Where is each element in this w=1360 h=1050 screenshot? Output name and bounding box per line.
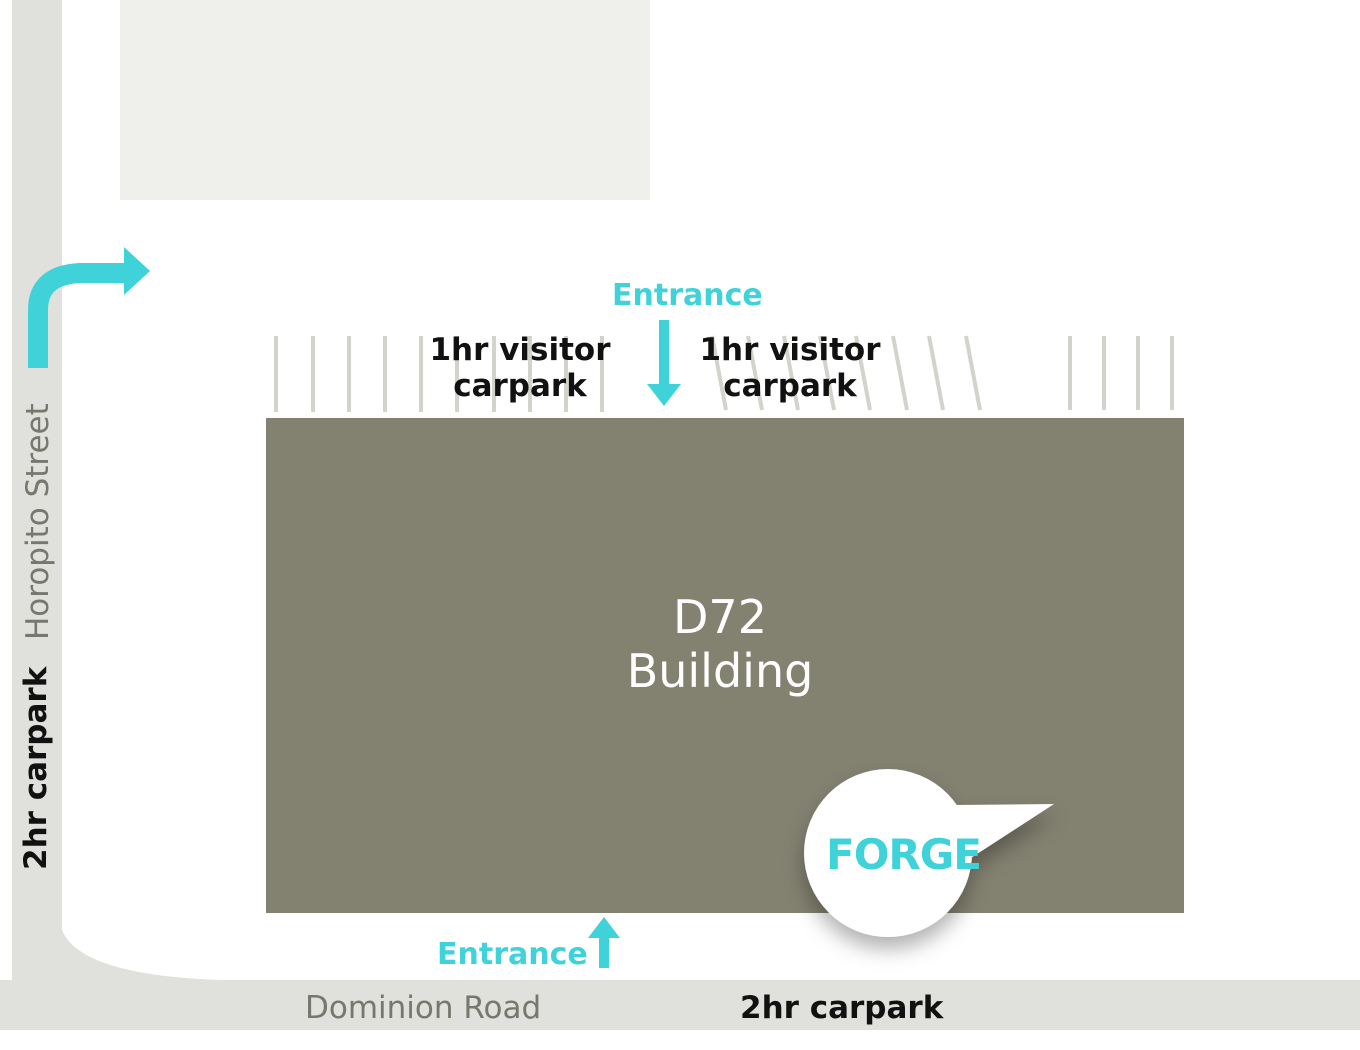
carpark-label-bottom: 2hr carpark: [740, 990, 944, 1026]
entrance-top-label: Entrance: [612, 278, 763, 313]
building-label-line: Building: [626, 644, 814, 698]
logo-forge: FORGE: [826, 830, 982, 879]
building-d72: [266, 418, 1184, 913]
forge-location-bubble: [804, 769, 1054, 937]
entrance-bottom-label: Entrance: [437, 937, 588, 972]
parking-label-line: 1hr visitor: [699, 332, 881, 368]
parking-label-line: carpark: [723, 368, 857, 404]
street-label-horopito: Horopito Street: [20, 403, 56, 640]
entrance-down-arrow-icon: [659, 320, 669, 386]
carpark-label-side: 2hr carpark: [18, 666, 54, 870]
parking-lines: [274, 335, 1174, 412]
entrance-up-arrow-icon: [599, 935, 609, 968]
street-label-dominion: Dominion Road: [305, 990, 542, 1026]
turn-arrow-icon: [28, 263, 128, 368]
building-label-line: D72: [673, 590, 767, 644]
parking-label-right: 1hr visitor carpark: [690, 332, 890, 404]
building-label: D72 Building: [560, 590, 880, 698]
neighbour-block: [120, 0, 650, 200]
parking-label-line: carpark: [453, 368, 587, 404]
turn-arrow-head-icon: [124, 247, 150, 295]
parking-label-line: 1hr visitor: [429, 332, 611, 368]
parking-label-left: 1hr visitor carpark: [420, 332, 620, 404]
